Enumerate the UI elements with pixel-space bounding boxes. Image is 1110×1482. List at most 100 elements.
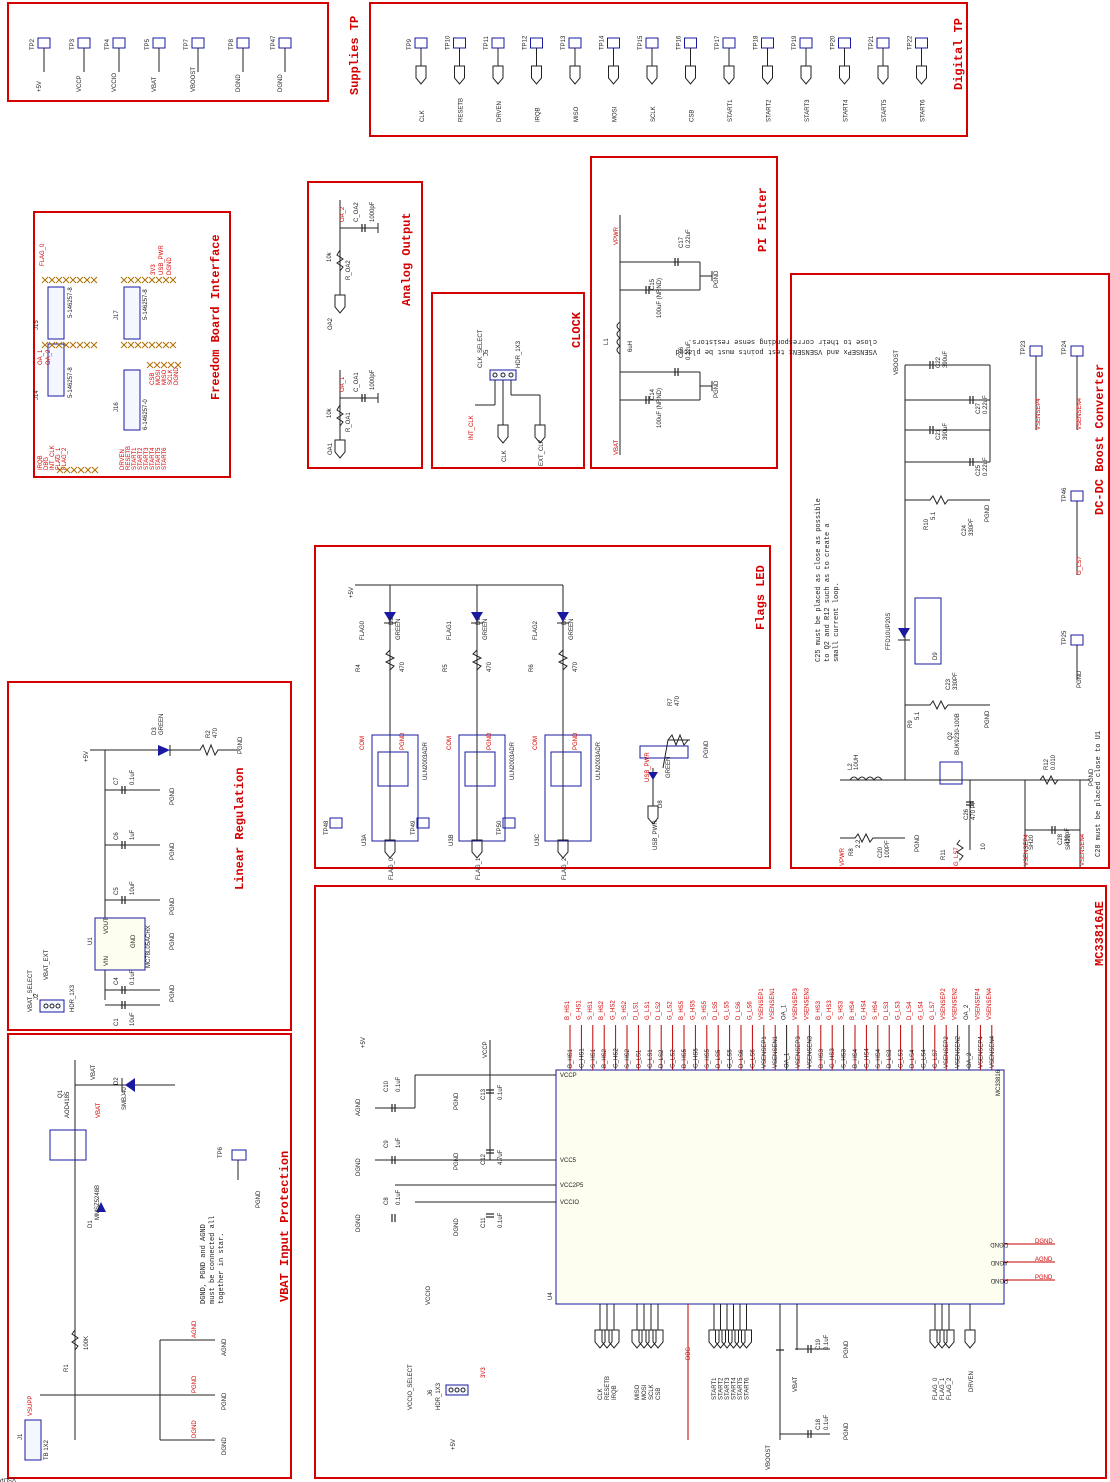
q2-mosfet bbox=[939, 761, 963, 785]
j17-connector[interactable] bbox=[123, 286, 141, 340]
supply-testpoint-tp4[interactable] bbox=[112, 37, 126, 49]
flag-name: FLAG1 bbox=[447, 620, 453, 640]
mc-start-net: START6 bbox=[745, 1377, 751, 1400]
j6-header[interactable] bbox=[445, 1384, 469, 1396]
dcdc-note-1: VSENSEPx and VSENSENx test points must b… bbox=[675, 347, 877, 355]
c11-value: 0.1uF bbox=[498, 1212, 504, 1228]
mc-pin-net: G_LS5 bbox=[725, 1001, 731, 1020]
flag-pgnd-net: PGND bbox=[573, 732, 579, 750]
digital-testpoint-tp17[interactable] bbox=[722, 37, 736, 49]
c7-value: 0.1uF bbox=[130, 769, 136, 785]
r2-value: 470 bbox=[213, 727, 219, 738]
tp25-box[interactable] bbox=[1070, 634, 1084, 646]
supply-testpoint-tp5[interactable] bbox=[152, 37, 166, 49]
supplies-tp-frame bbox=[7, 2, 329, 102]
mc-pin-inner: D_LS2 bbox=[659, 1049, 665, 1068]
mc-pin-net: G_HS4 bbox=[861, 1000, 867, 1020]
digital-testpoint-tp18[interactable] bbox=[761, 37, 774, 49]
supplies-tp-title: Supplies TP bbox=[348, 16, 362, 95]
mc-pin-net: VSENSEP3 bbox=[793, 988, 799, 1020]
digital-testpoint-tp19[interactable] bbox=[799, 37, 813, 49]
mc-spi-net: MOSI bbox=[642, 1384, 648, 1400]
j6-hdr: HDR_1X3 bbox=[436, 1382, 442, 1410]
digital-testpoint-tp15[interactable] bbox=[645, 37, 659, 49]
supply-testpoint-tp8[interactable] bbox=[236, 37, 250, 49]
digital-tp-frame bbox=[369, 2, 968, 137]
mc-pin-net: OA_2 bbox=[964, 1004, 970, 1020]
supply-testpoint-tp2[interactable] bbox=[37, 37, 51, 49]
digital-testpoint-tp11[interactable] bbox=[491, 37, 505, 49]
digital-tp-net: MOSI bbox=[613, 106, 619, 122]
digital-tp-port bbox=[877, 65, 889, 85]
j2-header[interactable] bbox=[39, 999, 65, 1013]
digital-testpoint-tp16[interactable] bbox=[684, 37, 697, 49]
vbat-prot-circuit: D2 SMBJ40 VBAT Q1 AOD4185 VBAT D1 MMSZ52… bbox=[0, 1060, 262, 1482]
tp6-pgnd: PGND bbox=[256, 1190, 262, 1208]
digital-testpoint-tp20[interactable] bbox=[838, 37, 851, 49]
flag-r-value: 470 bbox=[573, 661, 579, 672]
flag-testpoint-tp48[interactable] bbox=[329, 817, 343, 829]
j1-terminal[interactable] bbox=[24, 1419, 42, 1461]
digital-testpoint-tp12[interactable] bbox=[530, 37, 543, 49]
mc-pin-inner: G_HS3 bbox=[830, 1048, 836, 1068]
digital-tp-label: TP12 bbox=[523, 35, 529, 50]
digital-testpoint-tp13[interactable] bbox=[568, 37, 582, 49]
tp24-box[interactable] bbox=[1070, 345, 1084, 357]
c7-label: C7 bbox=[114, 777, 120, 785]
supply-testpoint-tp7[interactable] bbox=[191, 37, 205, 49]
mc-vccp-net: VCCP bbox=[483, 1041, 489, 1058]
r1-label: R1 bbox=[64, 1364, 70, 1372]
digital-testpoint-tp14[interactable] bbox=[607, 37, 620, 49]
dcdc-vsensep4-bot: VSENSEP4 bbox=[1024, 834, 1030, 866]
digital-testpoint-tp9[interactable] bbox=[414, 37, 428, 49]
mc-spi-net: CSB bbox=[656, 1388, 662, 1400]
j14-connector[interactable] bbox=[47, 343, 65, 397]
digital-tp-group: TP9CLKTP10RESETBTP11DRVENTP12IRQBTP13MIS… bbox=[407, 35, 928, 122]
digital-testpoint-tp10[interactable] bbox=[453, 37, 466, 49]
tp6-box[interactable] bbox=[231, 1149, 247, 1161]
flag-pgnd-net: PGND bbox=[400, 732, 406, 750]
tp46-box[interactable] bbox=[1070, 490, 1084, 502]
digital-testpoint-tp22[interactable] bbox=[915, 37, 928, 49]
mc-pin-inner: B_HS4 bbox=[853, 1048, 859, 1068]
mc-start-net: START5 bbox=[738, 1377, 744, 1400]
j16-part: 6-146257-0 bbox=[143, 399, 149, 430]
j16-connector[interactable] bbox=[123, 369, 141, 431]
d2-part: SMBJ40 bbox=[122, 1087, 128, 1110]
flag-uln-part: ULN2003ADR bbox=[596, 741, 602, 780]
mc-clk-port bbox=[608, 1329, 620, 1349]
j5-header[interactable] bbox=[489, 369, 517, 381]
r7-label: R7 bbox=[668, 698, 674, 706]
pi-filter-frame bbox=[590, 156, 778, 469]
mc-pin-net: G_LS1 bbox=[645, 1001, 651, 1020]
prot-pgnd-label: PGND bbox=[192, 1375, 198, 1393]
flag-uln-part: ULN2003ADR bbox=[510, 741, 516, 780]
flag-uln-ref: U3C bbox=[535, 833, 541, 846]
mc-pin-inner: G_LS5 bbox=[728, 1049, 734, 1068]
digital-tp-port bbox=[492, 65, 504, 85]
mc-left-pin: VCC2P5 bbox=[560, 1183, 584, 1189]
supply-testpoint-tp47[interactable] bbox=[278, 37, 292, 49]
c19-value: 0.1uF bbox=[824, 1334, 830, 1350]
digital-tp-label: TP15 bbox=[638, 35, 644, 50]
mc-left-pin: VCC5 bbox=[560, 1158, 577, 1164]
dcdc-vsensen4-bot: VSENSEN4 bbox=[1080, 833, 1086, 866]
mc-start-port bbox=[715, 1329, 726, 1349]
flag-testpoint-tp50[interactable] bbox=[502, 817, 516, 829]
flag-testpoint-tp49[interactable] bbox=[416, 817, 430, 829]
digital-testpoint-tp21[interactable] bbox=[876, 37, 890, 49]
j15-connector[interactable] bbox=[47, 286, 65, 340]
mc-flag-port bbox=[936, 1329, 948, 1349]
mc-pin-net: VSENSEP2 bbox=[941, 988, 947, 1020]
supply-testpoint-tp3[interactable] bbox=[77, 37, 91, 49]
c5-value: 10uF bbox=[130, 881, 136, 895]
r10-label: R10 bbox=[924, 518, 930, 530]
tp23-box[interactable] bbox=[1029, 345, 1043, 357]
mc-pgnd-c18: PGND bbox=[844, 1422, 850, 1440]
pi-vbat: VBAT bbox=[614, 439, 620, 455]
clk-port bbox=[497, 424, 509, 444]
tp46-net: G_LS7 bbox=[1077, 556, 1083, 575]
c23-value: 330PF bbox=[953, 672, 959, 690]
mc-agnd: AGND bbox=[356, 1098, 362, 1116]
